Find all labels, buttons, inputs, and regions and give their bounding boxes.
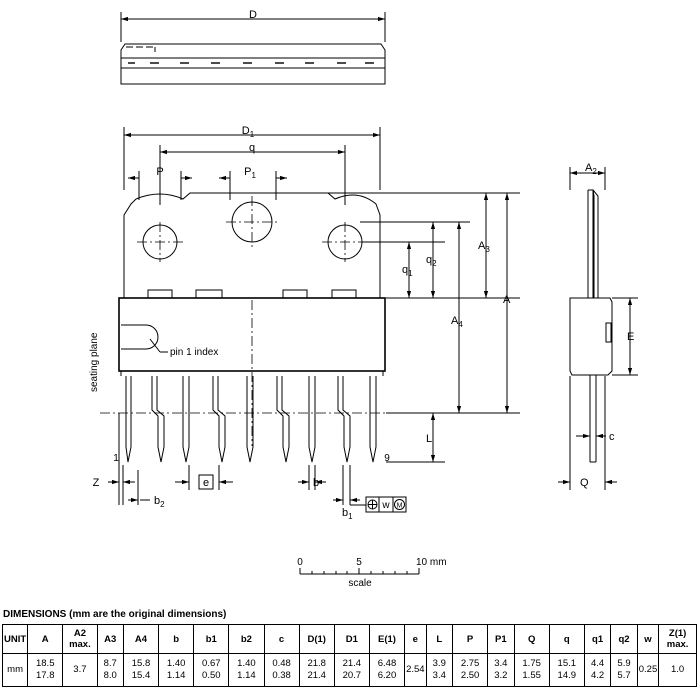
dimensions-header-cell: A xyxy=(27,624,64,654)
dimensions-cell: 8.7 8.0 xyxy=(96,653,124,687)
dim-label-L: L xyxy=(426,433,432,445)
tolerance-M-label: M xyxy=(397,503,403,510)
dim-label-q1: q1 xyxy=(402,264,413,278)
dimensions-cell: 18.5 17.8 xyxy=(27,653,64,687)
dim-label-D: D xyxy=(249,9,257,21)
dimensions-header-cell: c xyxy=(263,624,300,654)
dim-label-A: A xyxy=(503,294,511,306)
dimensions-header-cell: e xyxy=(404,624,427,654)
scale-tick-5: 5 xyxy=(356,557,362,568)
dimensions-title: DIMENSIONS (mm are the original dimensio… xyxy=(3,609,227,620)
dimensions-header-cell: Q xyxy=(513,624,550,654)
pin-1-index-label: pin 1 index xyxy=(170,347,218,358)
dimensions-header-cell: UNIT xyxy=(1,624,29,654)
dimensions-header-cell: A3 xyxy=(96,624,124,654)
dimensions-cell: 3.7 xyxy=(62,653,98,687)
dim-label-Z: Z xyxy=(93,477,100,489)
pin-1-label: 1 xyxy=(113,453,119,464)
dimensions-cell: 15.8 15.4 xyxy=(122,653,160,687)
dim-label-D1: D1 xyxy=(242,125,255,139)
dim-label-q2: q2 xyxy=(426,254,437,268)
dimensions-header-cell: A4 xyxy=(122,624,160,654)
pin-9-label: 9 xyxy=(384,453,390,464)
dimensions-header-cell: b xyxy=(158,624,195,654)
dimensions-header-cell: A2 max. xyxy=(62,624,98,654)
dimensions-header-cell: E(1) xyxy=(368,624,406,654)
dim-label-e: e xyxy=(203,477,209,489)
dimensions-cell: 4.4 4.2 xyxy=(583,653,612,687)
tolerance-w-label: w xyxy=(381,500,390,511)
dimensions-header-cell: w xyxy=(636,624,660,654)
dimensions-header-cell: L xyxy=(425,624,454,654)
seating-plane-label: seating plane xyxy=(89,332,100,392)
side-view xyxy=(558,167,638,490)
dimensions-cell: 1.40 1.14 xyxy=(158,653,195,687)
dim-label-Q: Q xyxy=(580,477,589,489)
scale-bar xyxy=(299,568,420,575)
dimensions-cell: 0.25 xyxy=(636,653,660,687)
dimensions-cell: 6.48 6.20 xyxy=(368,653,406,687)
dim-label-P1: P1 xyxy=(244,166,256,180)
dimensions-cell: 1.0 xyxy=(658,653,697,687)
scale-tick-0: 0 xyxy=(297,557,303,568)
dim-label-A4: A4 xyxy=(451,315,463,329)
dimensions-header-cell: q xyxy=(548,624,585,654)
dimensions-cell: 2.75 2.50 xyxy=(451,653,489,687)
dim-label-P: P xyxy=(156,166,163,178)
dim-label-q: q xyxy=(249,142,255,154)
dimensions-header-cell: b2 xyxy=(228,624,265,654)
dimensions-cell: 21.4 20.7 xyxy=(333,653,370,687)
dim-label-E: E xyxy=(627,331,634,343)
dim-label-c: c xyxy=(609,431,615,443)
dimensions-header-cell: D1 xyxy=(333,624,370,654)
scale-label: scale xyxy=(348,578,372,589)
dimensions-cell: 0.48 0.38 xyxy=(263,653,300,687)
dimensions-cell: 5.9 5.7 xyxy=(610,653,638,687)
dimensions-cell: 3.9 3.4 xyxy=(425,653,454,687)
dimensions-cell: 2.54 xyxy=(404,653,427,687)
dim-label-b1: b1 xyxy=(342,507,353,521)
leads xyxy=(125,376,377,463)
dimensions-cell: 0.67 0.50 xyxy=(193,653,230,687)
dimensions-header-cell: D(1) xyxy=(298,624,335,654)
dim-label-A3: A3 xyxy=(478,240,490,254)
dimensions-cell: 1.40 1.14 xyxy=(228,653,265,687)
dimensions-header-cell: P xyxy=(451,624,489,654)
top-view xyxy=(120,12,386,85)
package-outline-drawing: D xyxy=(89,9,638,589)
dimensions-header-cell: b1 xyxy=(193,624,230,654)
dimensions-header-cell: Z(1) max. xyxy=(658,624,697,654)
dimensions-header-cell: q1 xyxy=(583,624,612,654)
dimensions-cell: 21.8 21.4 xyxy=(298,653,335,687)
dim-label-A2: A2 xyxy=(585,162,597,176)
front-view xyxy=(100,127,520,513)
dimensions-header-cell: q2 xyxy=(610,624,638,654)
dimensions-cell: 1.75 1.55 xyxy=(513,653,550,687)
scale-tick-10: 10 mm xyxy=(416,557,447,568)
dimensions-cell: 15.1 14.9 xyxy=(548,653,585,687)
dimensions-cell: 3.4 3.2 xyxy=(487,653,515,687)
dim-label-b: b xyxy=(313,477,319,489)
dimensions-cell: mm xyxy=(1,653,29,687)
dim-label-b2: b2 xyxy=(154,495,165,509)
dimensions-header-cell: P1 xyxy=(487,624,515,654)
